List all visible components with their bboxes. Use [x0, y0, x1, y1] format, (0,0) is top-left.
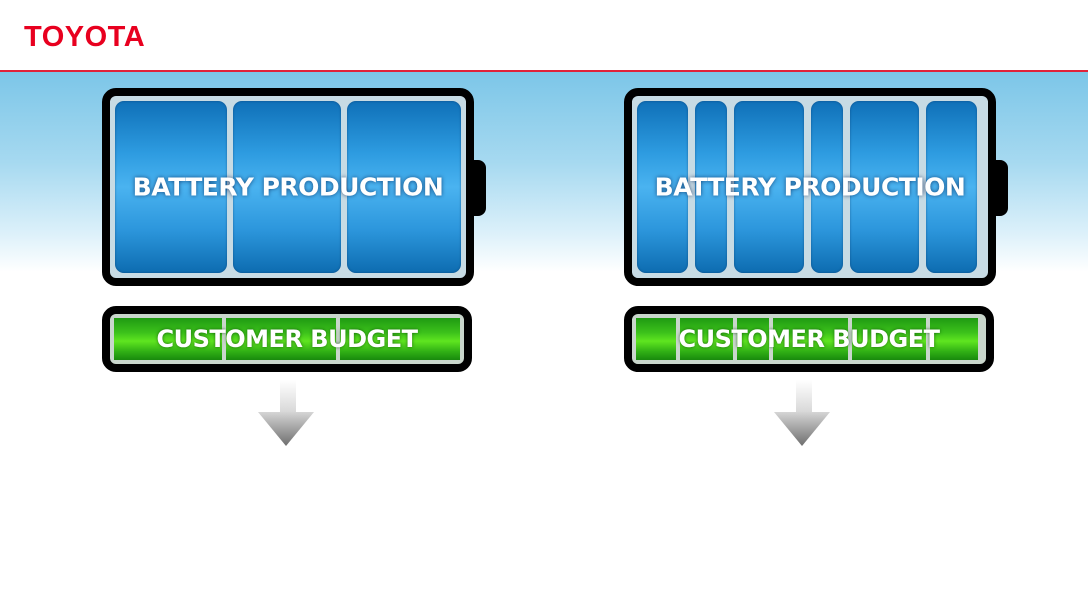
- battery-cells: [637, 101, 983, 273]
- budget-cell: [226, 318, 336, 360]
- budget-cells: [114, 318, 460, 360]
- battery-cell: [695, 101, 727, 273]
- battery-production-label: BATTERY PRODUCTION: [654, 172, 966, 202]
- battery-cell: [233, 101, 341, 273]
- customer-budget-label: CUSTOMER BUDGET: [156, 325, 418, 353]
- budget-cells: [636, 318, 982, 360]
- budget-cell: [114, 318, 222, 360]
- down-arrow-icon: [774, 380, 834, 460]
- customer-budget-bar: CUSTOMER BUDGET: [102, 306, 472, 372]
- budget-cell: [930, 318, 978, 360]
- battery-cell: [347, 101, 461, 273]
- down-arrow-icon: [258, 380, 318, 460]
- battery-cell: [637, 101, 688, 273]
- battery-cell: [850, 101, 919, 273]
- header-divider: [0, 70, 1088, 72]
- budget-cell: [773, 318, 848, 360]
- battery-cell: [734, 101, 804, 273]
- battery-cell: [811, 101, 843, 273]
- customer-budget-label: CUSTOMER BUDGET: [678, 325, 940, 353]
- battery-cell: [926, 101, 977, 273]
- budget-cell: [737, 318, 769, 360]
- budget-cell: [852, 318, 926, 360]
- battery-cell: [115, 101, 227, 273]
- customer-budget-bar: CUSTOMER BUDGET: [624, 306, 994, 372]
- battery-production-label: BATTERY PRODUCTION: [132, 172, 444, 202]
- battery-icon: BATTERY PRODUCTION: [624, 88, 996, 286]
- budget-cell: [680, 318, 733, 360]
- budget-cell: [340, 318, 460, 360]
- budget-cell: [636, 318, 676, 360]
- header: TOYOTA: [0, 0, 1088, 70]
- battery-icon: BATTERY PRODUCTION: [102, 88, 474, 286]
- toyota-logo: TOYOTA: [24, 21, 146, 53]
- battery-terminal: [472, 160, 486, 216]
- battery-cells: [115, 101, 461, 273]
- battery-terminal: [994, 160, 1008, 216]
